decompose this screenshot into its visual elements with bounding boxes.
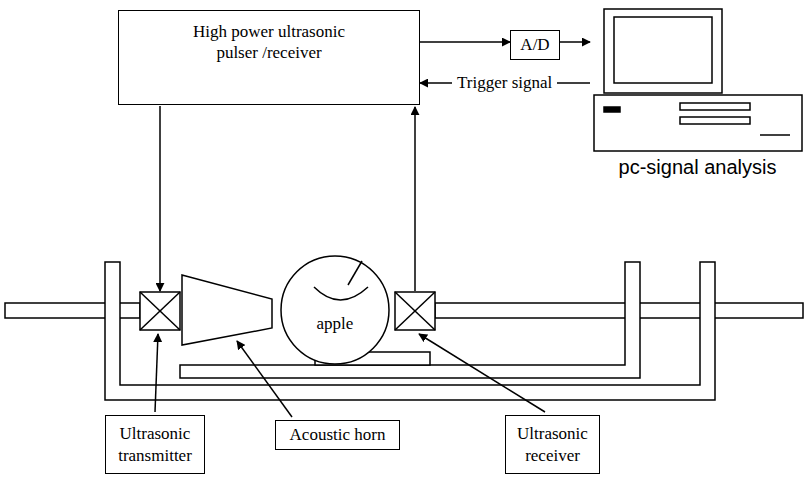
- callout-box: Ultrasonic transmitter: [105, 415, 205, 474]
- box-label: A/D: [515, 34, 555, 55]
- box-label: Ultrasonic receiver: [510, 423, 595, 466]
- edge-label: Trigger signal: [452, 73, 557, 93]
- signal-arrow: [560, 41, 590, 43]
- apple-circle: apple: [280, 255, 390, 365]
- computer-icon: [590, 5, 805, 155]
- transmitter-transducer: [140, 292, 180, 330]
- receiver-transducer: [395, 292, 435, 330]
- box-label: High power ultrasonic pulser /receiver: [179, 21, 359, 64]
- support-rod: [435, 303, 803, 318]
- receive-wire: [414, 107, 416, 291]
- apple-outline: [280, 255, 390, 365]
- leader-line: [419, 334, 545, 412]
- leader-line: [155, 334, 158, 412]
- computer-node: pc-signal analysis: [590, 5, 805, 177]
- acoustic-horn-shape: [182, 275, 272, 345]
- converter-box: A/D: [510, 30, 560, 60]
- inner-bracket: [180, 262, 640, 378]
- outer-bracket: [105, 262, 715, 400]
- callout-box: Acoustic horn: [275, 420, 400, 450]
- box-label: Acoustic horn: [280, 424, 395, 445]
- drive-wire: [159, 106, 161, 291]
- computer-caption: pc-signal analysis: [590, 155, 805, 180]
- apple-label: apple: [280, 313, 390, 334]
- signal-arrow: [420, 41, 510, 43]
- leader-line: [237, 341, 292, 417]
- box-label: Ultrasonic transmitter: [110, 423, 200, 466]
- callout-box: Ultrasonic receiver: [505, 415, 600, 474]
- pulser-receiver-box: High power ultrasonic pulser /receiver: [118, 10, 420, 105]
